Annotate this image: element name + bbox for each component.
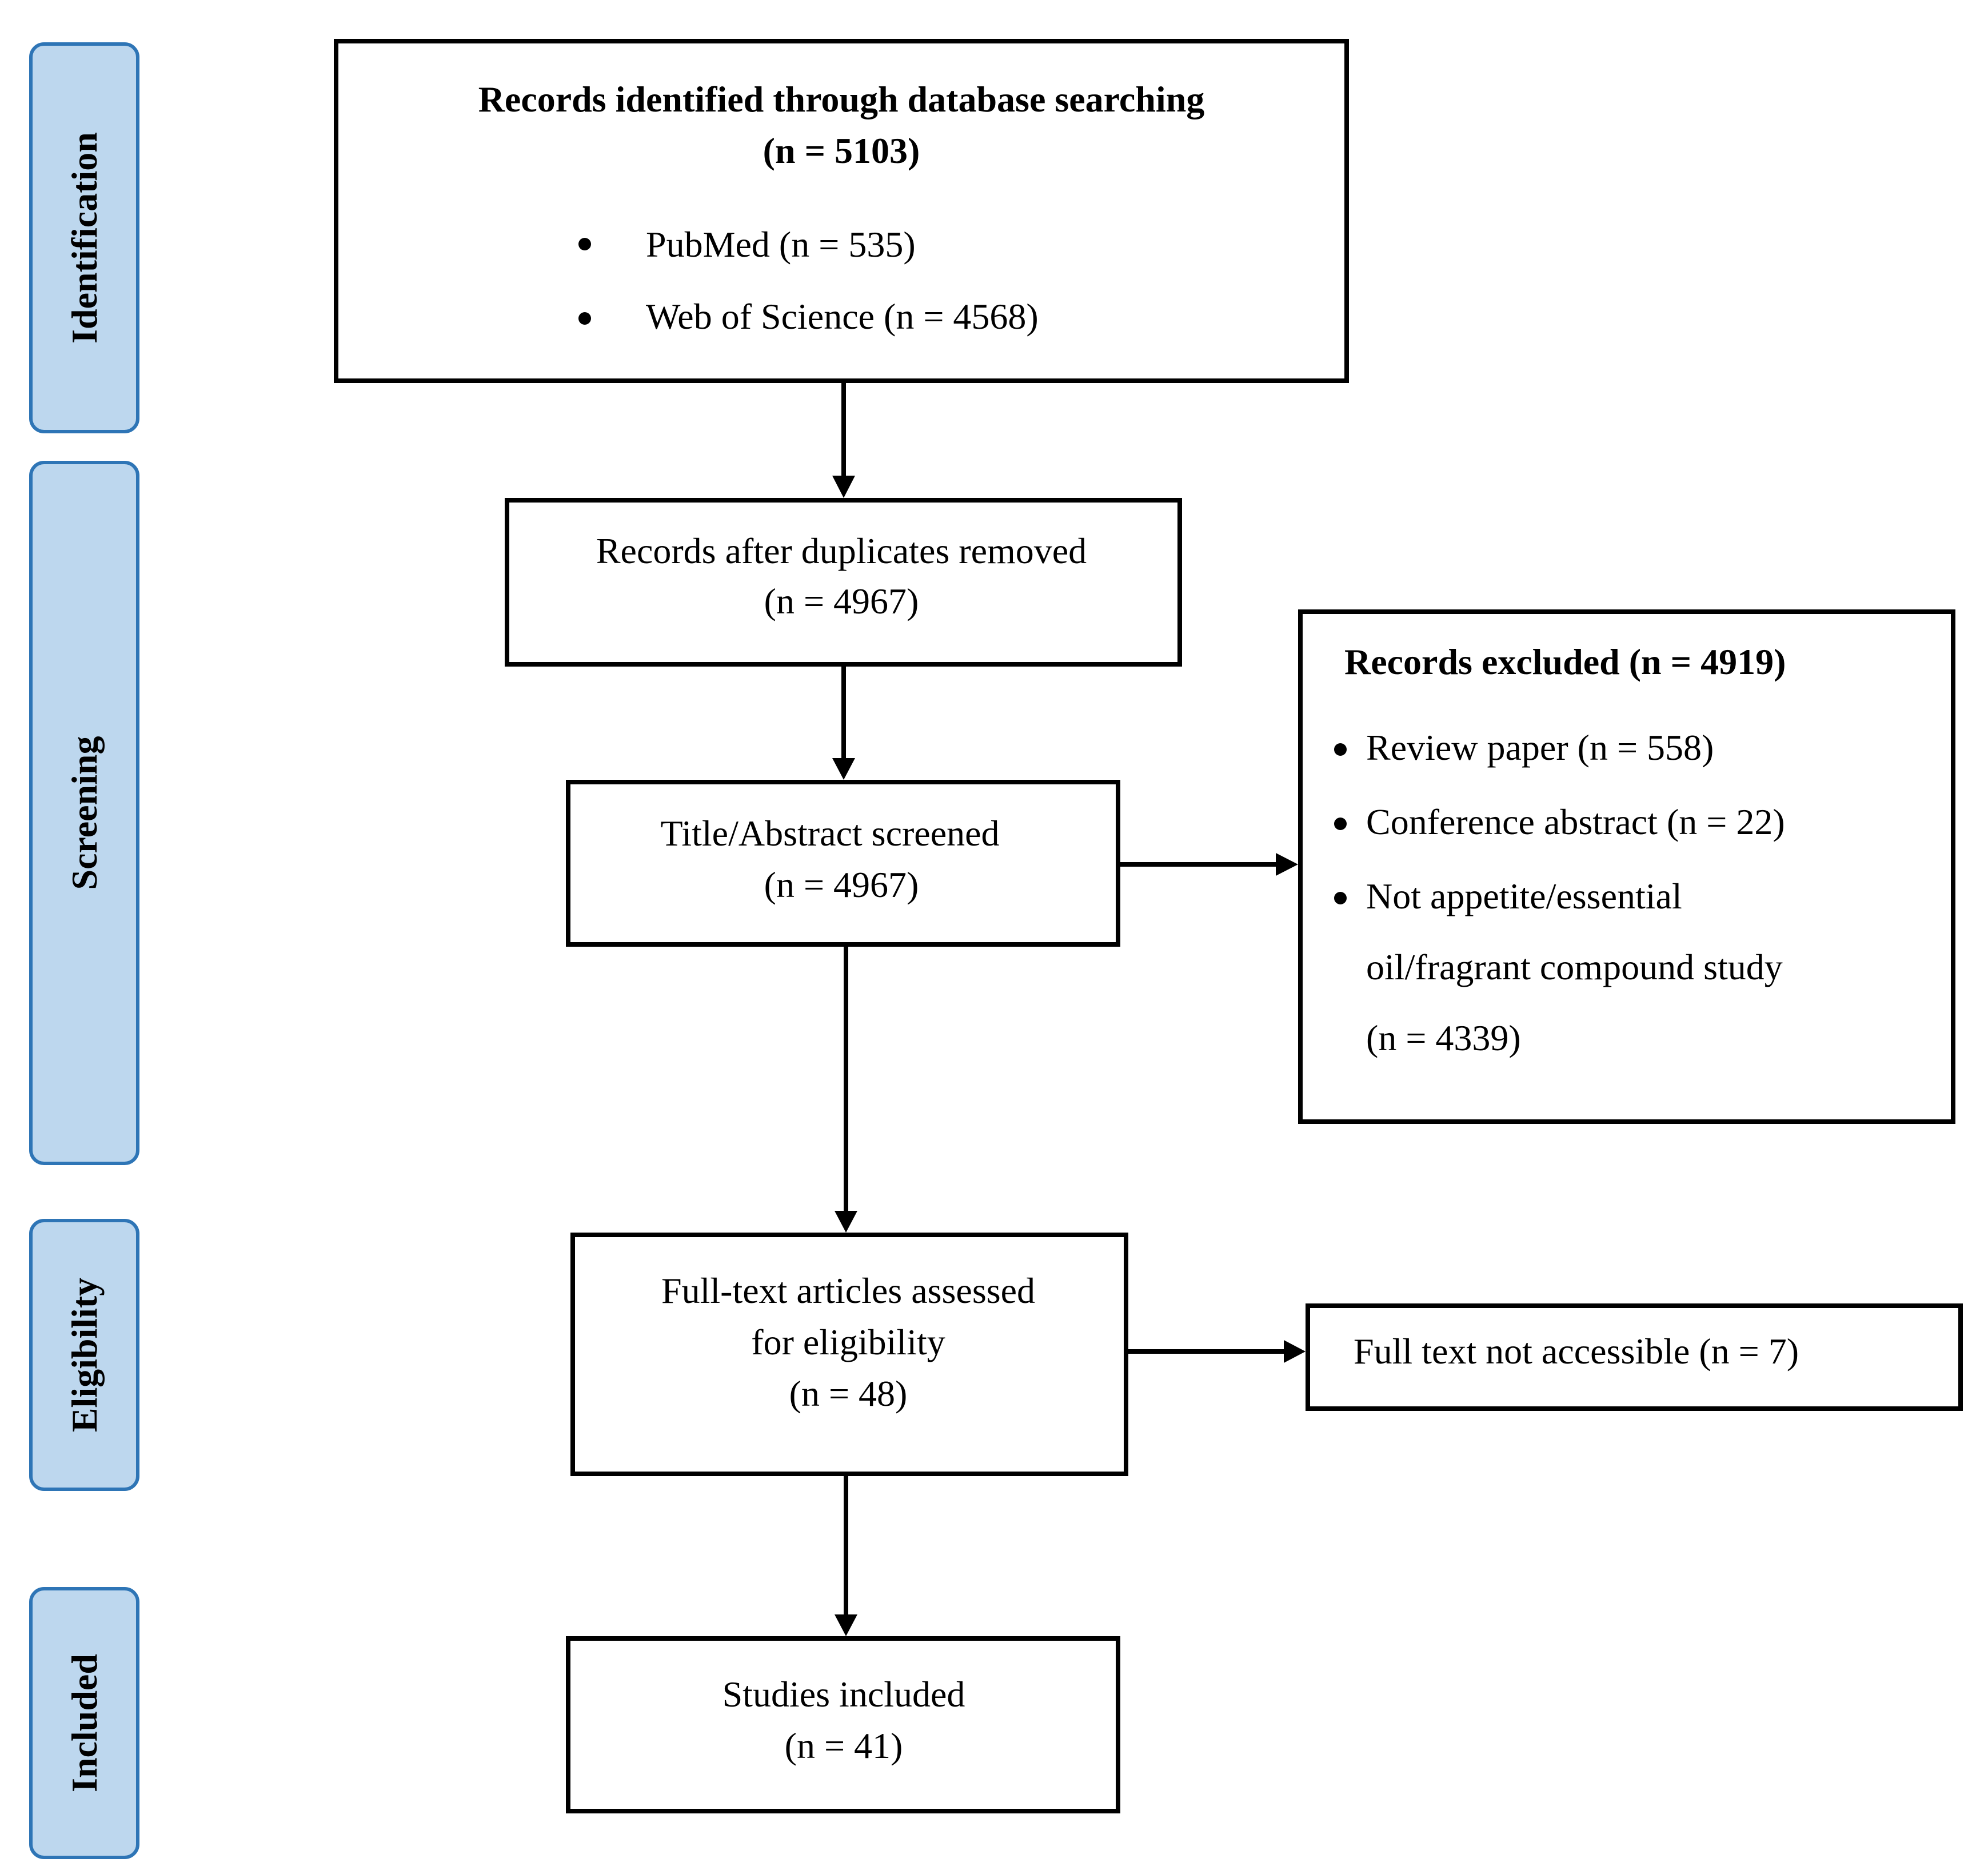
bullet-pubmed [578, 238, 591, 250]
arrowhead-deduplicated-to-screened [832, 758, 855, 780]
excluded-not-appetite-line1: Not appetite/essential [1366, 876, 1682, 916]
studies-included-count: (n = 41) [784, 1725, 903, 1766]
records-excluded-title: Records excluded (n = 4919) [1344, 641, 1786, 682]
studies-included-box [566, 1636, 1120, 1813]
excluded-not-appetite-count: (n = 4339) [1366, 1018, 1521, 1058]
full-text-assessed-count: (n = 48) [789, 1373, 908, 1414]
bullet-not-appetite [1334, 892, 1347, 904]
full-text-assessed-box [570, 1233, 1128, 1476]
records-identified-count: (n = 5103) [763, 130, 920, 171]
not-accessible-box [1306, 1303, 1963, 1411]
source-pubmed: PubMed (n = 535) [646, 224, 916, 265]
arrowhead-screened-to-excluded [1276, 853, 1298, 876]
duplicates-removed-title: Records after duplicates removed [596, 531, 1087, 571]
arrowhead-screened-to-fulltext [835, 1211, 857, 1233]
screened-box [566, 780, 1120, 947]
stage-eligibility: Eligibility [29, 1219, 139, 1491]
full-text-assessed-line2: for eligibility [751, 1322, 945, 1362]
arrowhead-fulltext-to-included [835, 1614, 857, 1636]
screened-count: (n = 4967) [764, 864, 919, 905]
not-accessible-label: Full text not accessible (n = 7) [1354, 1331, 1799, 1371]
excluded-not-appetite-line2: oil/fragrant compound study [1366, 947, 1783, 987]
arrowhead-fulltext-to-not-accessible [1284, 1340, 1306, 1363]
stage-identification: Identification [29, 42, 139, 433]
records-identified-box [334, 39, 1349, 383]
arrowhead-identified-to-deduplicated [832, 476, 855, 498]
records-excluded-box [1298, 609, 1955, 1124]
full-text-assessed-line1: Full-text articles assessed [661, 1270, 1036, 1311]
records-identified-title: Records identified through database sear… [478, 79, 1205, 119]
duplicates-removed-box [505, 498, 1182, 667]
duplicates-removed-count: (n = 4967) [764, 581, 919, 621]
bullet-web-of-science [578, 312, 591, 325]
stage-screening: Screening [29, 461, 139, 1165]
bullet-conference-abstract [1334, 818, 1347, 830]
studies-included-title: Studies included [722, 1674, 965, 1714]
excluded-conference-abstract: Conference abstract (n = 22) [1366, 802, 1785, 842]
stage-included: Included [29, 1587, 139, 1859]
bullet-review-paper [1334, 743, 1347, 756]
screened-title: Title/Abstract screened [660, 813, 1000, 854]
source-web-of-science: Web of Science (n = 4568) [646, 296, 1039, 337]
excluded-review-paper: Review paper (n = 558) [1366, 727, 1714, 768]
